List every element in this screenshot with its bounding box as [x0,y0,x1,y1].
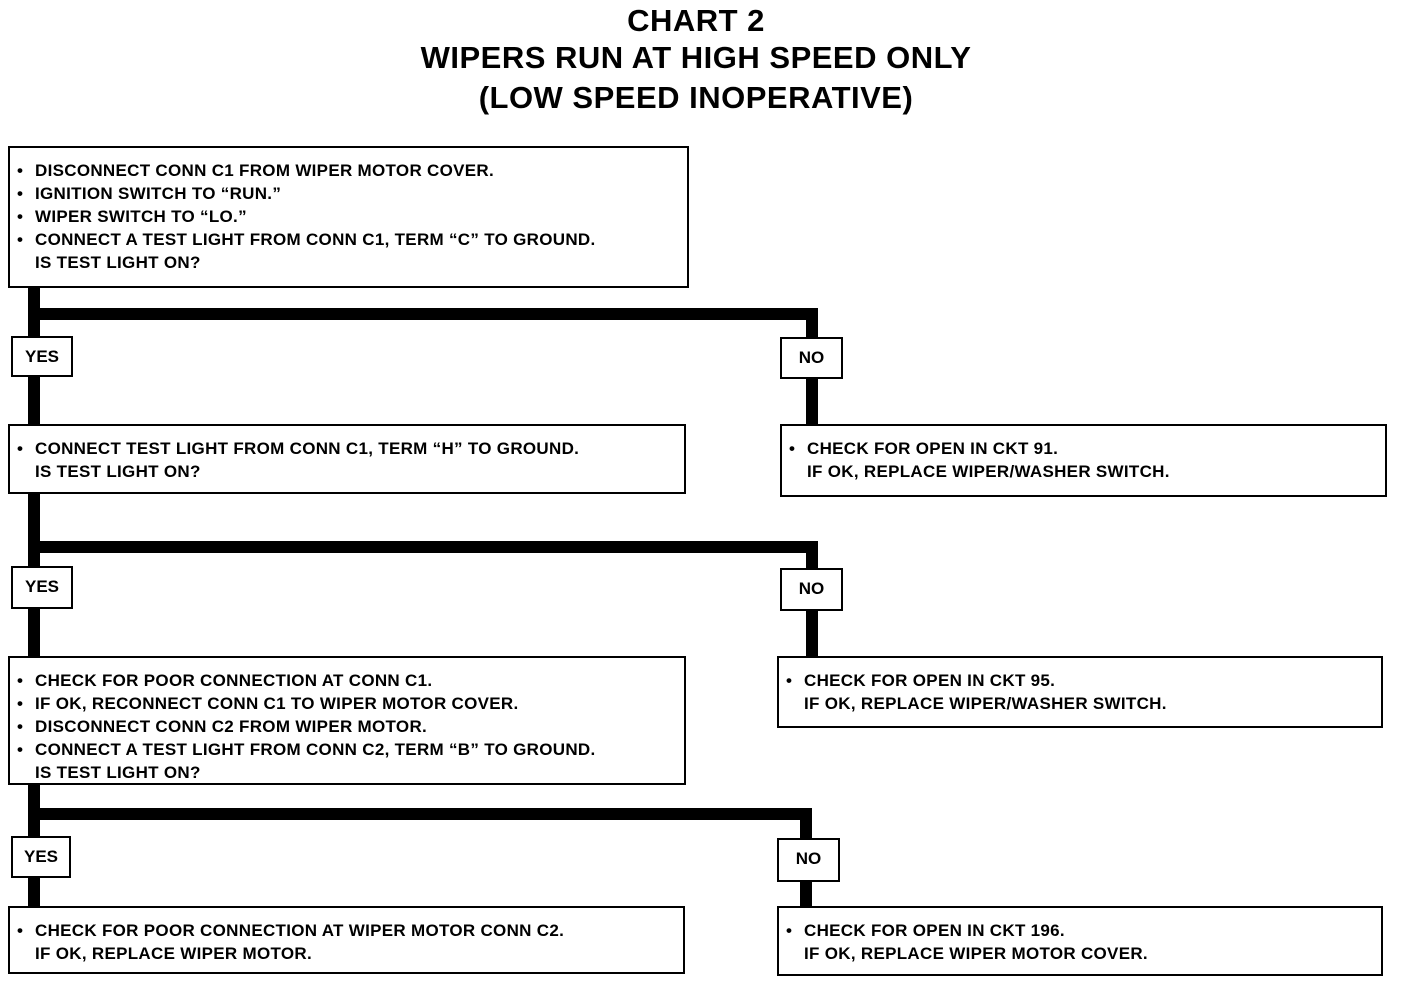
bullet-icon: • [17,740,24,759]
bullet-icon: • [786,671,793,690]
result2-no-line: • CHECK FOR OPEN IN CKT 95. [786,669,1375,692]
step2-box: • CONNECT TEST LIGHT FROM CONN C1, TERM “… [8,424,686,494]
bullet-icon: • [789,439,796,458]
connector-branch3-horizontal [28,808,812,820]
line-text: IS TEST LIGHT ON? [35,253,201,272]
line-text: CONNECT A TEST LIGHT FROM CONN C1, TERM … [35,230,596,249]
result2-no-line: IF OK, REPLACE WIPER/WASHER SWITCH. [786,692,1375,715]
result1-no-line: IF OK, REPLACE WIPER/WASHER SWITCH. [789,460,1379,483]
bullet-icon: • [17,184,24,203]
chart-number: CHART 2 [627,3,765,38]
line-text: DISCONNECT CONN C1 FROM WIPER MOTOR COVE… [35,161,495,180]
step3-line: • IF OK, RECONNECT CONN C1 TO WIPER MOTOR… [17,692,678,715]
result1-no-line: • CHECK FOR OPEN IN CKT 91. [789,437,1379,460]
line-text: IGNITION SWITCH TO “RUN.” [35,184,282,203]
line-text: CHECK FOR OPEN IN CKT 91. [807,439,1059,458]
line-text: IF OK, REPLACE WIPER/WASHER SWITCH. [807,462,1170,481]
line-text: CHECK FOR OPEN IN CKT 196. [804,921,1065,940]
step3-line: • CHECK FOR POOR CONNECTION AT CONN C1. [17,669,678,692]
chart-subtitle: (LOW SPEED INOPERATIVE) [478,80,914,115]
yes-label-3: YES [11,836,71,878]
step3-line: • DISCONNECT CONN C2 FROM WIPER MOTOR. [17,715,678,738]
line-text: IF OK, REPLACE WIPER MOTOR COVER. [804,944,1148,963]
line-text: CHECK FOR POOR CONNECTION AT WIPER MOTOR… [35,921,565,940]
line-text: DISCONNECT CONN C2 FROM WIPER MOTOR. [35,717,428,736]
bullet-icon: • [17,694,24,713]
line-text: IF OK, RECONNECT CONN C1 TO WIPER MOTOR … [35,694,519,713]
result-final-yes-line: IF OK, REPLACE WIPER MOTOR. [17,942,677,965]
no-label-1: NO [780,337,843,379]
line-text: IS TEST LIGHT ON? [35,462,201,481]
line-text: CHECK FOR OPEN IN CKT 95. [804,671,1056,690]
step3-line: • CONNECT A TEST LIGHT FROM CONN C2, TERM… [17,738,678,761]
step1-box: • DISCONNECT CONN C1 FROM WIPER MOTOR COV… [8,146,689,288]
result-final-yes-line: • CHECK FOR POOR CONNECTION AT WIPER MOTO… [17,919,677,942]
connector-branch2-horizontal [28,541,818,553]
line-text: CONNECT A TEST LIGHT FROM CONN C2, TERM … [35,740,596,759]
no-label-2: NO [780,568,843,611]
no-label-3: NO [777,838,840,882]
bullet-icon: • [17,439,24,458]
line-text: CONNECT TEST LIGHT FROM CONN C1, TERM “H… [35,439,580,458]
line-text: IS TEST LIGHT ON? [35,763,201,782]
result1-no-box: • CHECK FOR OPEN IN CKT 91. IF OK, REPLACE… [780,424,1387,497]
step1-line: IS TEST LIGHT ON? [17,251,681,274]
step3-box: • CHECK FOR POOR CONNECTION AT CONN C1. • I… [8,656,686,785]
step2-line: IS TEST LIGHT ON? [17,460,678,483]
step1-line: • WIPER SWITCH TO “LO.” [17,205,681,228]
step1-line: • IGNITION SWITCH TO “RUN.” [17,182,681,205]
bullet-icon: • [17,921,24,940]
connector-branch1-horizontal [28,308,818,320]
line-text: IF OK, REPLACE WIPER MOTOR. [35,944,312,963]
line-text: CHECK FOR POOR CONNECTION AT CONN C1. [35,671,433,690]
bullet-icon: • [17,230,24,249]
step3-line: IS TEST LIGHT ON? [17,761,678,784]
result3-no-box: • CHECK FOR OPEN IN CKT 196. IF OK, REPLAC… [777,906,1383,976]
bullet-icon: • [17,161,24,180]
chart-title: WIPERS RUN AT HIGH SPEED ONLY [420,40,972,75]
step1-line: • CONNECT A TEST LIGHT FROM CONN C1, TERM… [17,228,681,251]
step1-line: • DISCONNECT CONN C1 FROM WIPER MOTOR COV… [17,159,681,182]
bullet-icon: • [17,207,24,226]
line-text: IF OK, REPLACE WIPER/WASHER SWITCH. [804,694,1167,713]
step2-line: • CONNECT TEST LIGHT FROM CONN C1, TERM “… [17,437,678,460]
result-final-yes-box: • CHECK FOR POOR CONNECTION AT WIPER MOTO… [8,906,685,974]
yes-label-2: YES [11,566,73,609]
bullet-icon: • [786,921,793,940]
result3-no-line: • CHECK FOR OPEN IN CKT 196. [786,919,1375,942]
result2-no-box: • CHECK FOR OPEN IN CKT 95. IF OK, REPLACE… [777,656,1383,728]
result3-no-line: IF OK, REPLACE WIPER MOTOR COVER. [786,942,1375,965]
yes-label-1: YES [11,336,73,377]
bullet-icon: • [17,717,24,736]
line-text: WIPER SWITCH TO “LO.” [35,207,247,226]
bullet-icon: • [17,671,24,690]
